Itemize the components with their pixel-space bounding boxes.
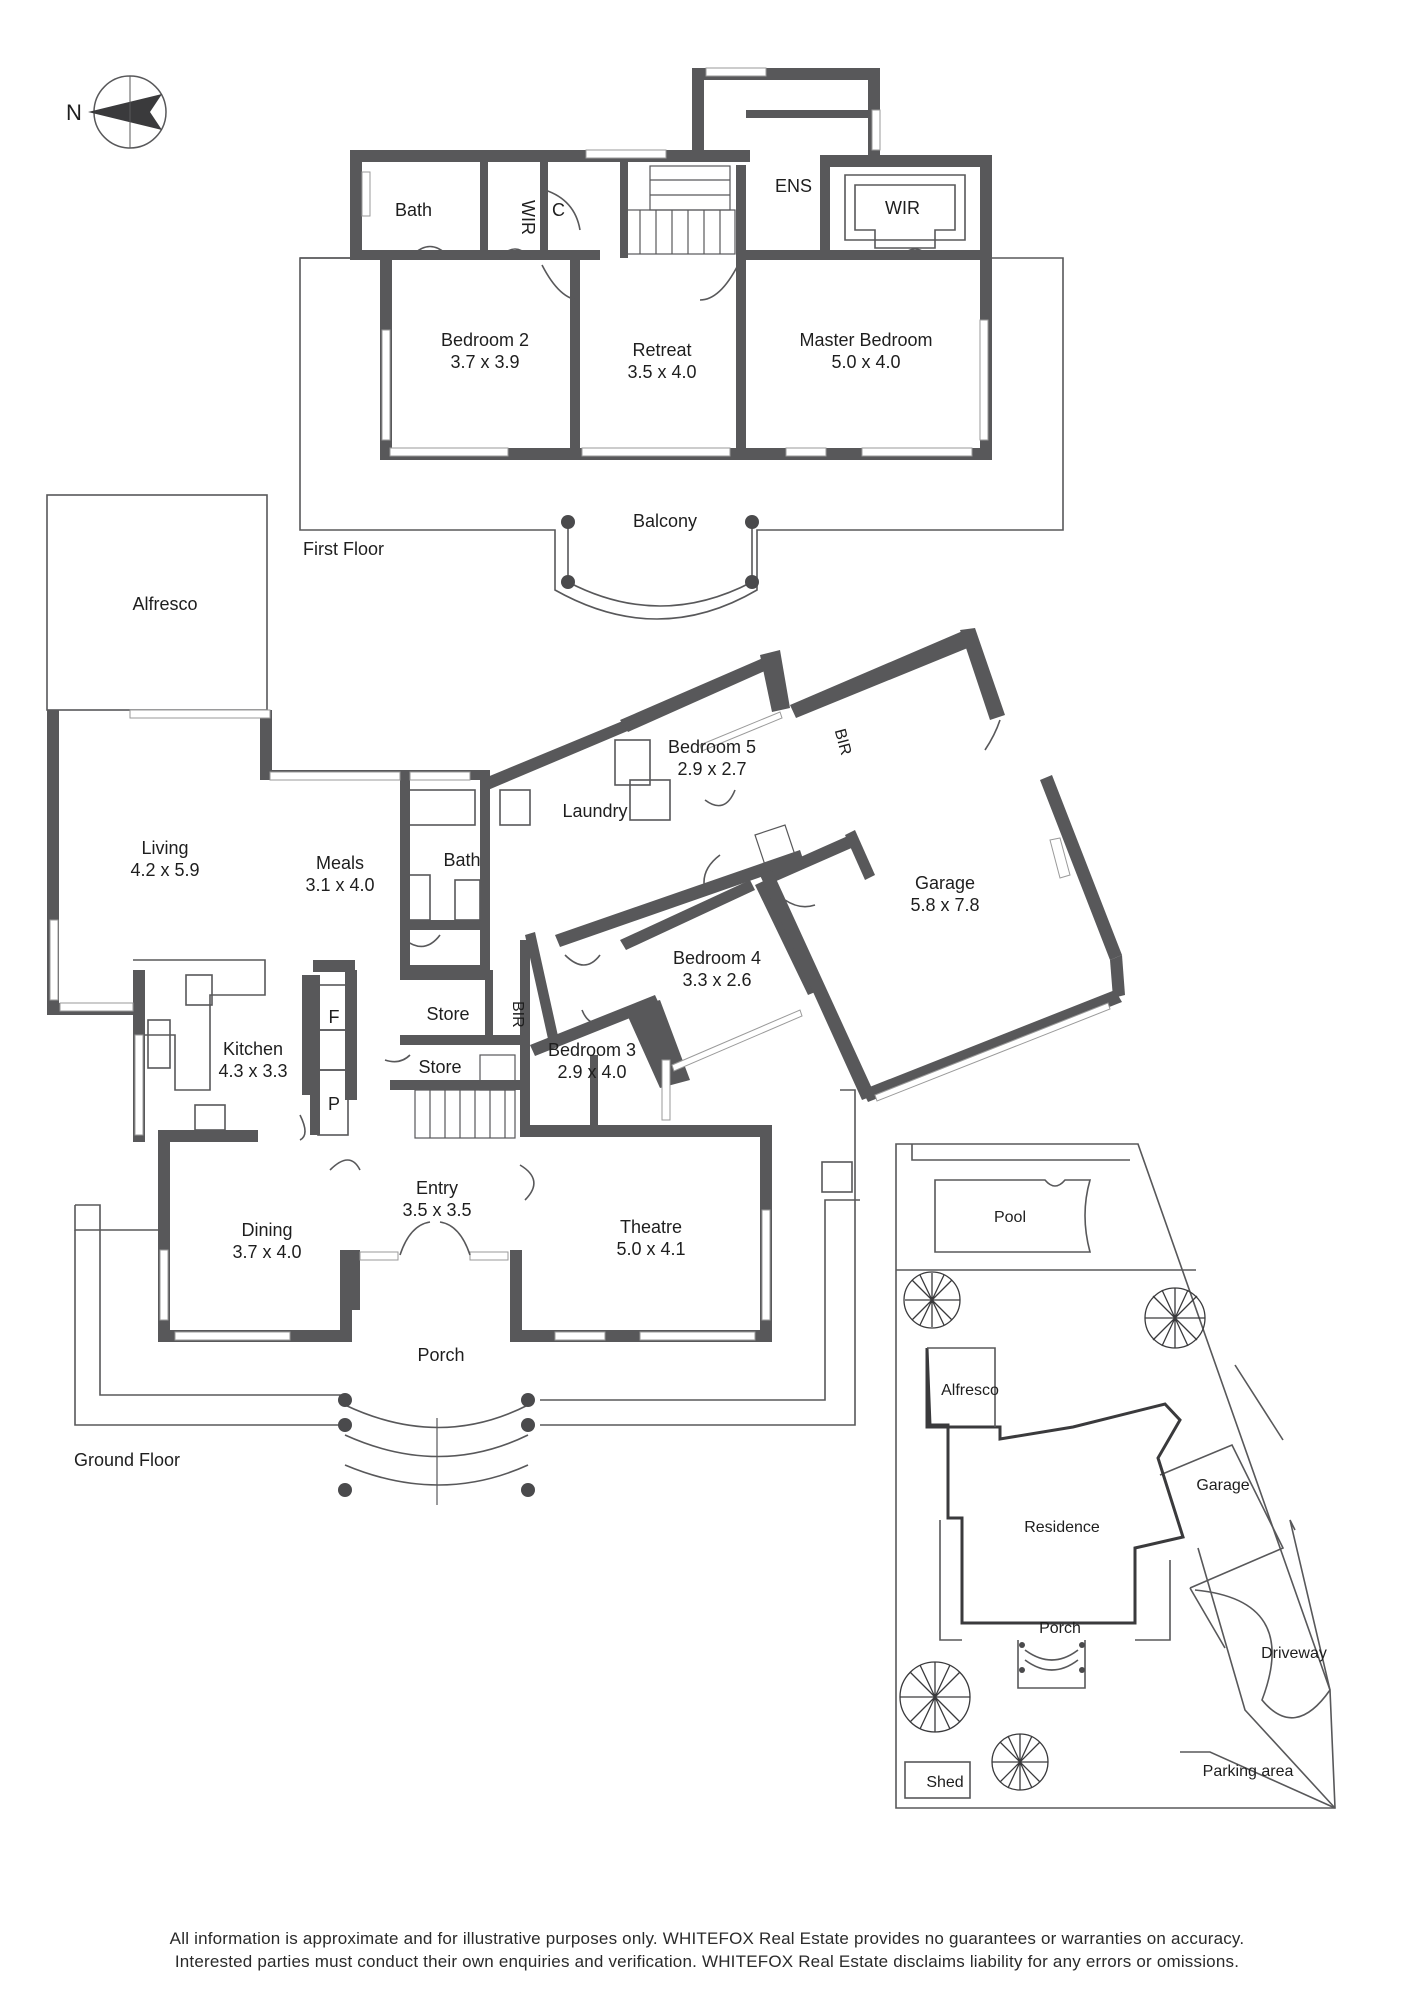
residence-outline [925, 1347, 1185, 1625]
entry-label: Entry [416, 1178, 458, 1198]
east-wing-walls [480, 628, 1125, 1102]
kitchen-label: Kitchen [223, 1039, 283, 1059]
fridge-label: F [329, 1007, 340, 1027]
disclaimer-line-1: All information is approximate and for i… [169, 1929, 1245, 1948]
ff-bath-label: Bath [395, 200, 432, 220]
site-parking-label: Parking area [1203, 1763, 1294, 1780]
balcony-bay [567, 522, 753, 607]
meals-label: Meals [316, 853, 364, 873]
kitchen-dims: 4.3 x 3.3 [218, 1061, 287, 1081]
dining-label: Dining [241, 1220, 292, 1240]
balcony-label: Balcony [633, 511, 697, 531]
site-residence-label: Residence [1024, 1519, 1100, 1536]
bedroom5-label: Bedroom 5 [668, 737, 756, 757]
ff-wir-master-label: WIR [885, 198, 920, 218]
tree-icon [899, 1661, 971, 1733]
kitchen-fixtures [133, 959, 349, 1136]
ground-stairs [414, 824, 796, 1139]
tree-icon [903, 1271, 961, 1329]
porch-label: Porch [417, 1345, 464, 1365]
garage-label: Garage [915, 873, 975, 893]
alfresco-label: Alfresco [132, 594, 197, 614]
garage-dims: 5.8 x 7.8 [910, 895, 979, 915]
ground-floor-plan: Alfresco Living 4.2 x 5.9 Meals 3.1 x 4.… [46, 494, 1125, 1505]
retreat-dims: 3.5 x 4.0 [627, 362, 696, 382]
ground-boundary [75, 1199, 860, 1401]
bedroom4-label: Bedroom 4 [673, 948, 761, 968]
compass: N [66, 75, 167, 149]
site-porch-label: Porch [1039, 1620, 1081, 1637]
living-label: Living [141, 838, 188, 858]
first-floor-label: First Floor [303, 539, 384, 559]
retreat-label: Retreat [632, 340, 691, 360]
bir5-label: BIR [831, 727, 854, 757]
balcony-boundary [299, 257, 1064, 620]
store1-label: Store [426, 1004, 469, 1024]
master-bedroom-label: Master Bedroom [799, 330, 932, 350]
compass-arrow-icon [88, 94, 162, 130]
meals-dims: 3.1 x 4.0 [305, 875, 374, 895]
ff-wir-small-label: WIR [518, 200, 538, 235]
porch-steps [338, 1393, 535, 1505]
site-shed-label: Shed [926, 1774, 963, 1791]
bir3-label: BIR [509, 1001, 526, 1028]
site-alfresco-label: Alfresco [941, 1382, 999, 1399]
ff-c-label: C [552, 200, 565, 220]
bedroom3-dims: 2.9 x 4.0 [557, 1062, 626, 1082]
theatre-label: Theatre [620, 1217, 682, 1237]
bedroom3-label: Bedroom 3 [548, 1040, 636, 1060]
dining-dims: 3.7 x 4.0 [232, 1242, 301, 1262]
bedroom5-dims: 2.9 x 2.7 [677, 759, 746, 779]
store2-label: Store [418, 1057, 461, 1077]
bedroom2-dims: 3.7 x 3.9 [450, 352, 519, 372]
gf-bath-label: Bath [443, 850, 480, 870]
theatre-dims: 5.0 x 4.1 [616, 1239, 685, 1259]
site-driveway-label: Driveway [1261, 1645, 1327, 1662]
ff-ens-label: ENS [775, 176, 812, 196]
living-dims: 4.2 x 5.9 [130, 860, 199, 880]
tree-icon [1144, 1287, 1206, 1349]
site-plan: Pool Alfresco Residence Garage Porch Dri… [895, 1143, 1336, 1809]
bedroom2-label: Bedroom 2 [441, 330, 529, 350]
tree-icon [991, 1733, 1049, 1791]
pool [934, 1179, 1092, 1253]
laundry-label: Laundry [562, 801, 627, 821]
site-pool-label: Pool [994, 1209, 1026, 1226]
site-garage-label: Garage [1196, 1477, 1249, 1494]
entry-dims: 3.5 x 3.5 [402, 1200, 471, 1220]
ground-floor-label: Ground Floor [74, 1450, 180, 1470]
first-floor-plan: Bath WIR C ENS WIR Bedroom 2 3.7 x 3.9 R… [299, 67, 1064, 620]
disclaimer-line-2: Interested parties must conduct their ow… [174, 1952, 1240, 1971]
master-bedroom-dims: 5.0 x 4.0 [831, 352, 900, 372]
compass-north-label: N [66, 100, 82, 125]
pantry-label: P [328, 1094, 340, 1114]
site-boundary [895, 1143, 1336, 1809]
bedroom4-dims: 3.3 x 2.6 [682, 970, 751, 990]
bath-fixtures [404, 739, 671, 921]
